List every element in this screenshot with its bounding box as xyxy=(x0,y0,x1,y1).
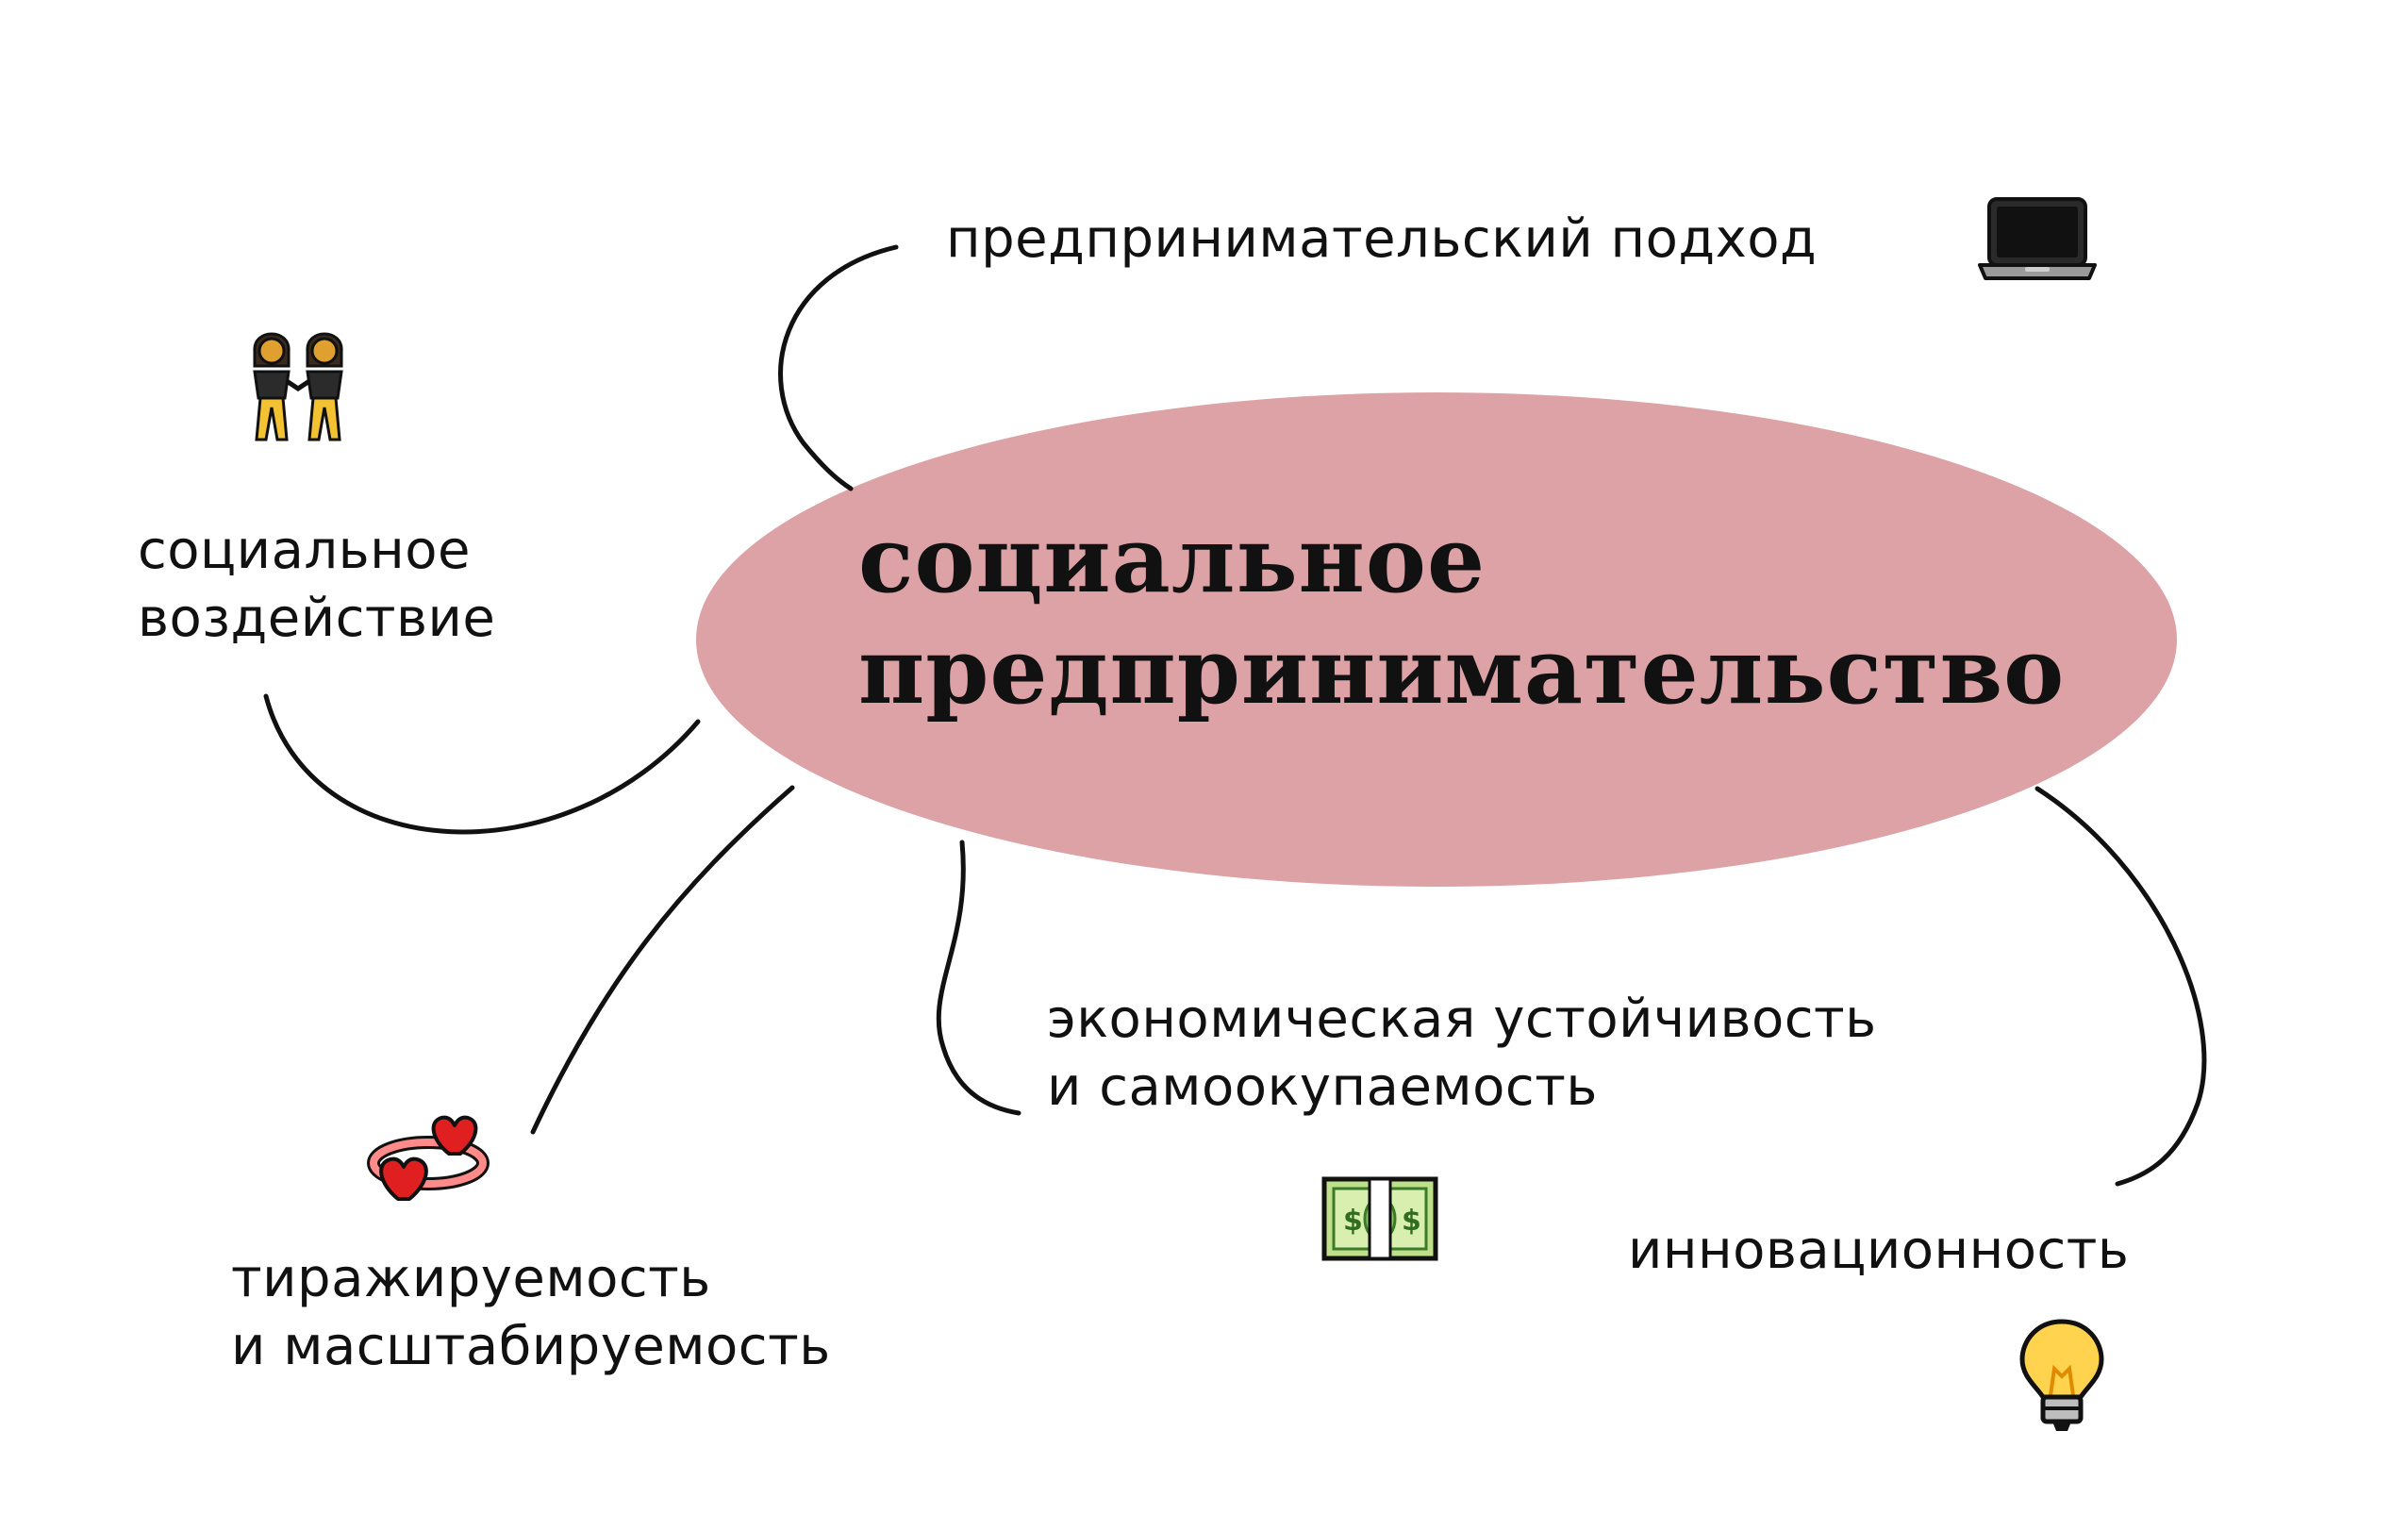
svg-text:$: $ xyxy=(1402,1205,1421,1238)
connector-scalability xyxy=(530,785,795,1135)
node-approach-line1: предпринимательский подход xyxy=(946,208,1818,270)
two-women-icon xyxy=(253,332,343,441)
node-innovation-line1: инновационность xyxy=(1628,1220,2130,1281)
node-sustainability-label: экономическая устойчивость и самоокупаем… xyxy=(1047,986,1877,1122)
node-approach-label: предпринимательский подход xyxy=(946,206,1817,274)
connector-innovation xyxy=(2034,786,2207,1187)
node-scalability-line1: тиражируемость xyxy=(231,1248,711,1309)
dollar-banknote-icon: $ $ xyxy=(1321,1176,1438,1261)
node-impact-line2: воздействие xyxy=(138,588,496,649)
light-bulb-icon xyxy=(2019,1319,2104,1431)
node-sustainability-line2: и самоокупаемость xyxy=(1047,1056,1598,1118)
connector-sustainability xyxy=(936,840,1021,1116)
node-sustainability-line1: экономическая устойчивость xyxy=(1047,989,1877,1050)
center-title: социальное предпринимательство xyxy=(858,505,2065,727)
connector-approach xyxy=(778,244,899,491)
node-innovation-label: инновационность xyxy=(1628,1217,2129,1285)
node-impact-line1: социальное xyxy=(138,520,472,581)
center-title-line2: предпринимательство xyxy=(858,618,2066,724)
node-scalability-label: тиражируемость и масштабируемость xyxy=(231,1245,831,1381)
connector-impact xyxy=(263,693,701,835)
center-ellipse xyxy=(696,392,2177,887)
revolving-hearts-icon xyxy=(367,1115,490,1201)
center-title-line1: социальное xyxy=(858,507,1486,613)
svg-text:$: $ xyxy=(1343,1205,1363,1238)
node-impact-label: социальное воздействие xyxy=(138,517,495,653)
laptop-icon xyxy=(1978,197,2097,280)
node-scalability-line2: и масштабируемость xyxy=(231,1316,831,1377)
